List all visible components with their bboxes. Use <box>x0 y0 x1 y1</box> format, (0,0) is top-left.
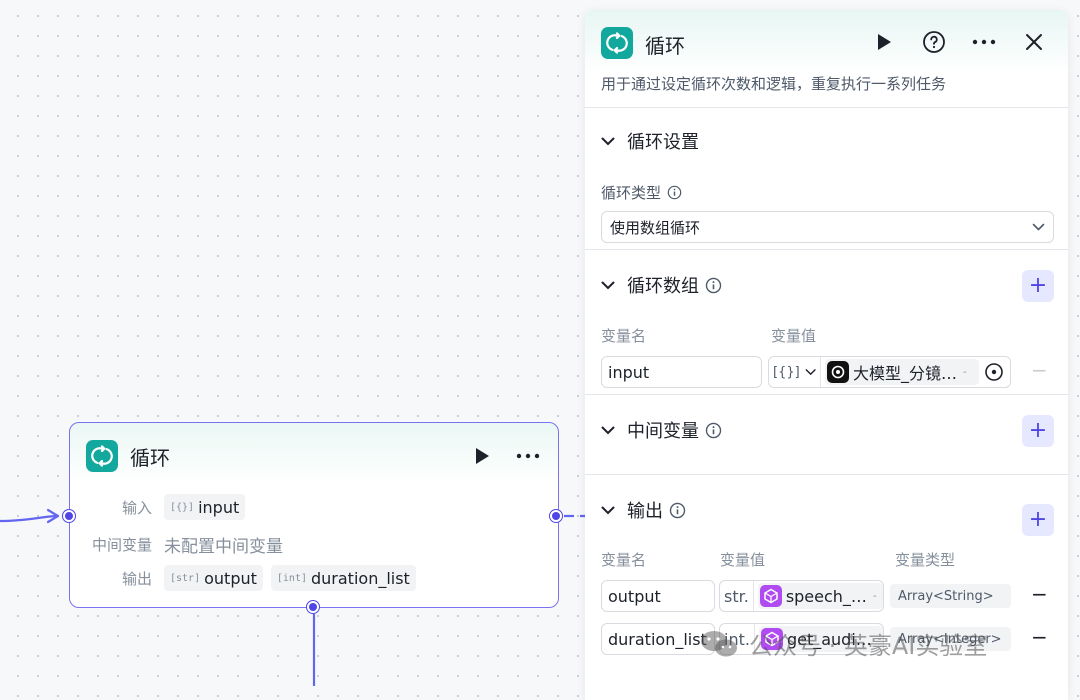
loop-type-value: 使用数组循环 <box>610 218 701 237</box>
ref-chip[interactable]: 大模型_分镜… - <box>825 359 979 385</box>
chevron-down-icon <box>601 426 615 434</box>
chevron-down-icon <box>805 369 816 376</box>
info-icon <box>705 277 722 293</box>
ref-chip[interactable]: speech_… - <box>757 583 883 609</box>
loop-array-name-input[interactable]: input <box>601 356 762 388</box>
ref-type-select[interactable]: [{}] <box>769 357 821 387</box>
more-icon <box>516 453 540 459</box>
close-button[interactable] <box>1020 28 1048 56</box>
output-name-input[interactable]: output <box>601 580 715 612</box>
loop-icon <box>601 27 633 59</box>
remove-row-button[interactable]: − <box>1031 625 1048 649</box>
remove-row-button[interactable]: − <box>1031 582 1048 606</box>
node-bottom-port[interactable] <box>307 601 319 613</box>
panel-more-button[interactable] <box>970 28 998 56</box>
loop-settings-toggle[interactable]: 循环设置 <box>601 128 699 154</box>
wechat-icon <box>701 630 737 656</box>
canvas-connections <box>0 508 585 686</box>
node-more-button[interactable] <box>514 442 542 470</box>
ref-target-button[interactable] <box>980 358 1008 386</box>
loop-array-section: 循环数组 + 变量名 变量值 input [{}] 大模型_分镜… - <box>585 250 1068 395</box>
plugin-icon <box>759 585 782 607</box>
node-mid-label: 中间变量 <box>91 535 152 554</box>
output-name-input[interactable]: duration_list <box>601 623 715 655</box>
add-output-button[interactable]: + <box>1022 504 1054 536</box>
panel-run-button[interactable] <box>870 28 898 56</box>
chevron-down-icon <box>601 281 615 289</box>
node-input-chip: [{}]input <box>164 494 246 520</box>
loop-node[interactable]: 循环 输入 [{}]input 中间变量 未配置中间变量 输出 [str]out… <box>69 422 559 608</box>
column-header: 变量值 <box>720 551 766 569</box>
add-mid-var-button[interactable]: + <box>1022 415 1054 447</box>
ref-type-select[interactable]: str. <box>720 581 754 611</box>
close-icon <box>1026 34 1042 50</box>
loop-type-select[interactable]: 使用数组循环 <box>601 211 1054 243</box>
info-icon <box>667 185 682 200</box>
plugin-icon <box>760 628 783 650</box>
column-header: 变量名 <box>601 327 647 345</box>
outputs-toggle[interactable]: 输出 <box>601 497 686 523</box>
mid-vars-toggle[interactable]: 中间变量 <box>601 417 722 443</box>
chevron-down-icon <box>601 137 615 145</box>
output-type-pill: Array<String> <box>890 584 1011 608</box>
node-mid-row: 中间变量 未配置中间变量 <box>70 531 542 557</box>
ref-chip[interactable]: get_audi… - <box>758 626 883 652</box>
remove-row-button[interactable]: − <box>1031 358 1048 382</box>
loop-array-value-ref[interactable]: [{}] 大模型_分镜… - <box>768 356 1011 388</box>
chevron-down-icon <box>601 506 615 514</box>
node-output-label: 输出 <box>121 569 152 588</box>
help-button[interactable] <box>920 28 948 56</box>
loop-settings-section: 循环设置 循环类型 使用数组循环 <box>585 108 1068 250</box>
node-output-row: 输出 [str]output [int]duration_list <box>70 565 542 591</box>
node-output-chip: [int]duration_list <box>270 565 416 591</box>
play-icon <box>878 34 891 50</box>
panel-title: 循环 <box>645 34 685 58</box>
node-settings-panel: 循环 用于通过设定循环次数和逻辑，重复执行一系列任务 循环设置 循环类型 <box>585 10 1068 700</box>
panel-header: 循环 用于通过设定循环次数和逻辑，重复执行一系列任务 <box>585 10 1068 108</box>
info-icon <box>705 422 722 438</box>
output-type-pill: Array<Integer> <box>890 627 1011 651</box>
node-input-label: 输入 <box>121 498 152 517</box>
node-output-chip: [str]output <box>164 565 263 591</box>
section-title: 输出 <box>627 501 663 522</box>
info-icon <box>669 502 686 518</box>
section-title: 循环设置 <box>627 132 699 153</box>
loop-icon <box>86 440 118 472</box>
section-title: 中间变量 <box>627 421 699 442</box>
loop-array-toggle[interactable]: 循环数组 <box>601 272 722 298</box>
more-icon <box>972 39 996 45</box>
loop-type-label: 循环类型 <box>601 182 682 203</box>
node-output-port[interactable] <box>550 510 562 522</box>
panel-description: 用于通过设定循环次数和逻辑，重复执行一系列任务 <box>601 75 947 93</box>
column-header: 变量名 <box>601 551 647 569</box>
node-run-button[interactable] <box>468 442 496 470</box>
add-loop-array-button[interactable]: + <box>1022 270 1054 302</box>
mid-vars-section: 中间变量 + <box>585 395 1068 475</box>
watermark: 公众号 · 英豪AI实验室 <box>699 626 987 661</box>
output-value-ref[interactable]: str. speech_… - <box>719 580 884 612</box>
outputs-section: 输出 + 变量名 变量值 变量类型 output str. speech_… -… <box>585 475 1068 700</box>
column-header: 变量值 <box>771 327 817 345</box>
node-input-row: 输入 [{}]input <box>70 494 542 520</box>
column-header: 变量类型 <box>895 551 956 569</box>
output-value-ref[interactable]: int. get_audi… - <box>719 623 884 655</box>
target-icon <box>985 363 1003 381</box>
node-mid-placeholder: 未配置中间变量 <box>164 536 283 557</box>
section-title: 循环数组 <box>627 276 699 297</box>
chevron-down-icon <box>1032 223 1045 231</box>
node-title: 循环 <box>130 445 170 470</box>
question-icon <box>923 31 945 53</box>
llm-icon <box>827 361 849 383</box>
node-input-port[interactable] <box>63 510 75 522</box>
node-header: 循环 <box>86 439 542 473</box>
play-icon <box>476 448 489 464</box>
